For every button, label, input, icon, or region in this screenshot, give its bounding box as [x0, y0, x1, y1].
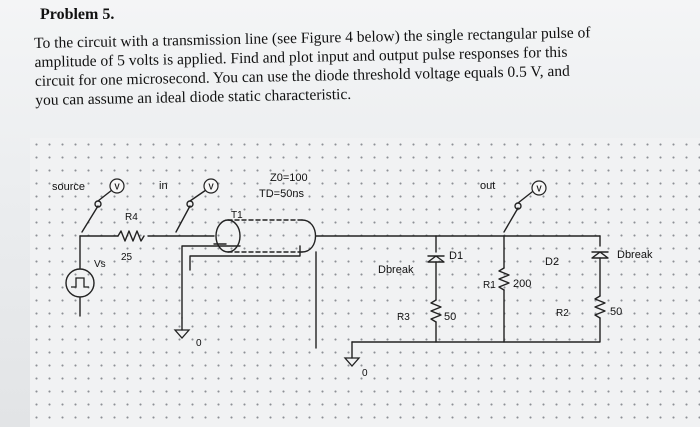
label-r1: R1	[483, 280, 496, 291]
label-r4-value: 25	[121, 252, 133, 263]
label-ground-right: 0	[362, 368, 368, 379]
label-r1-value: 200	[513, 278, 532, 290]
label-vs: Vs	[94, 259, 106, 270]
resistor-r1	[498, 267, 510, 291]
label-r4: R4	[125, 212, 138, 223]
tline-t1-right	[301, 219, 317, 253]
label-d2: D2	[545, 256, 560, 268]
wire-r2-bottom	[503, 317, 601, 343]
label-tline-name: T1	[231, 210, 243, 221]
switch-in	[175, 205, 191, 233]
problem-title: Problem 5.	[40, 6, 115, 23]
ground-left-icon	[173, 329, 191, 339]
resistor-r4	[117, 230, 145, 242]
label-d1: D1	[449, 250, 464, 262]
probe-out-icon: V	[531, 180, 547, 196]
diode-d2	[591, 251, 609, 259]
resistor-r2	[594, 295, 606, 319]
probe-source-lead	[97, 189, 113, 202]
diode-d1	[427, 255, 445, 263]
tline-t1-body	[227, 219, 303, 253]
label-r2: R2	[556, 308, 569, 319]
label-tline-td: TD=50ns	[259, 188, 304, 200]
tline-t1-left	[215, 219, 241, 253]
resistor-r3	[430, 299, 442, 323]
probe-in-lead	[189, 189, 207, 202]
probe-in-icon: V	[203, 178, 219, 194]
svg-text:V: V	[208, 183, 214, 192]
tline-ref-left	[181, 245, 241, 319]
label-in: in	[159, 180, 168, 192]
label-ground-left: 0	[196, 338, 202, 349]
wire-r3-bottom	[351, 321, 437, 343]
switch-source	[81, 205, 99, 233]
circuit-figure	[30, 138, 700, 427]
label-source: source	[52, 181, 86, 193]
switch-out	[503, 207, 519, 233]
label-r2-value: 50	[610, 306, 623, 318]
label-tline-z0: Z0=100	[270, 172, 308, 184]
svg-text:V: V	[114, 183, 120, 192]
vs-source-icon	[65, 268, 95, 298]
probe-out-lead	[517, 191, 533, 204]
tline-ref-right	[189, 245, 301, 271]
vs-pulse-glyph	[71, 277, 89, 288]
svg-text:V: V	[536, 185, 542, 194]
label-r3-value: 50	[444, 311, 457, 323]
label-dbreak-left: Dbreak	[378, 264, 414, 276]
ground-right-icon	[343, 357, 361, 367]
label-out: out	[480, 180, 496, 192]
probe-source-icon: V	[109, 178, 125, 194]
label-r3: R3	[397, 312, 410, 323]
label-dbreak-right: Dbreak	[617, 249, 653, 261]
